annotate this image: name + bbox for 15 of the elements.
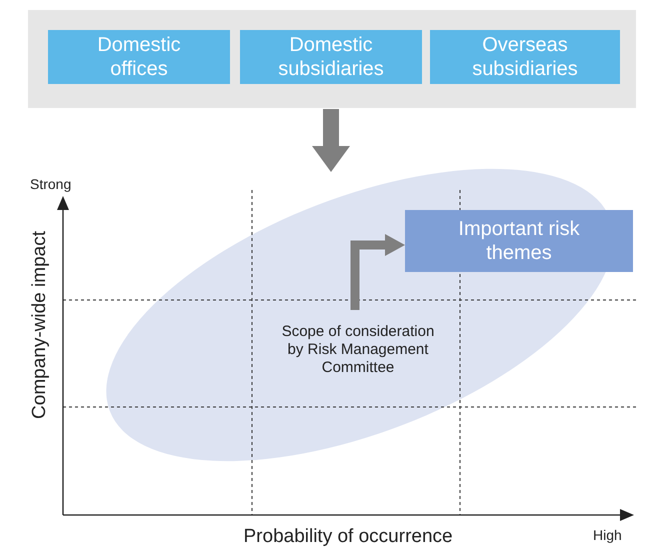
box-label: Domestic offices xyxy=(96,33,182,81)
arrow xyxy=(350,234,405,310)
box-label: Important risk themes xyxy=(457,217,581,265)
axis-end-label: High xyxy=(593,527,622,543)
arrow xyxy=(312,109,350,172)
axis-title: Company-wide impact xyxy=(29,231,51,419)
box-label: Overseas subsidiaries xyxy=(471,33,579,81)
category-box xyxy=(48,30,230,84)
category-box xyxy=(430,30,620,84)
axis-end-label: Strong xyxy=(30,176,72,192)
group-panel xyxy=(28,10,636,108)
axis-title: Probability of occurrence xyxy=(244,526,453,548)
box-label: Domestic subsidiaries xyxy=(277,33,385,81)
risk-theme-box xyxy=(405,210,633,272)
category-box xyxy=(240,30,422,84)
